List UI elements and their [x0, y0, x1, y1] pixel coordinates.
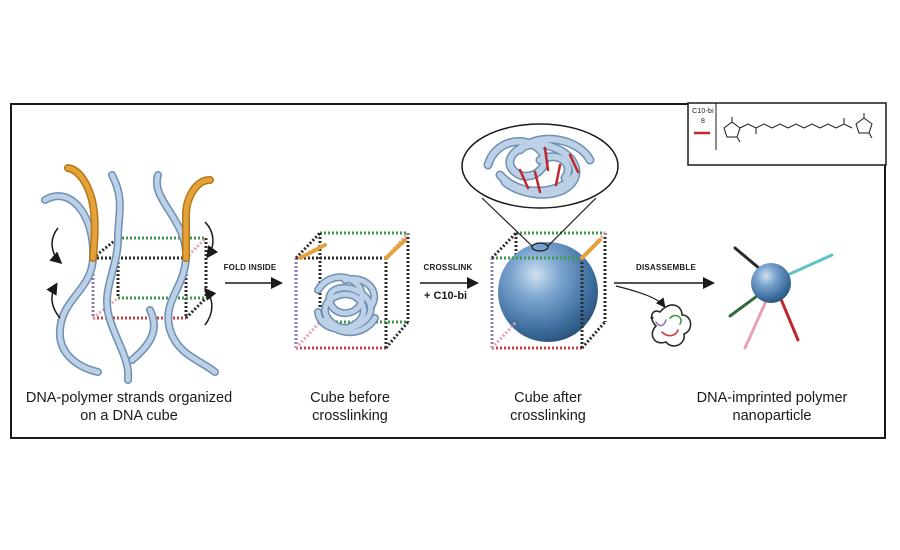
inset-label-c10-bi: C10-bi	[692, 108, 714, 115]
panel-3-orange-strands	[580, 238, 602, 260]
caption-panel-2: Cube before crosslinking	[280, 389, 420, 425]
panel-2-cube-before	[294, 231, 410, 350]
panel-2-orange-strands	[298, 238, 407, 260]
panel-1-orange-strands	[64, 164, 214, 262]
zoom-origin	[531, 242, 549, 252]
caption-panel-3-line2: crosslinking	[510, 408, 586, 424]
zoom-polymer-coil	[483, 134, 595, 199]
panel-4-nanoparticle	[728, 246, 834, 350]
inset-small-symbol: 8	[700, 118, 706, 125]
zoom-bubble	[461, 123, 619, 209]
minus-sign: -	[650, 310, 654, 324]
caption-panel-4-line2: nanoparticle	[732, 408, 812, 424]
caption-panel-2-line1: Cube before	[310, 390, 390, 406]
caption-panel-4: DNA-imprinted polymer nanoparticle	[682, 389, 862, 425]
released-dna-fragments	[650, 304, 692, 347]
caption-panel-1-line1: DNA-polymer strands organized	[25, 390, 233, 406]
panel-1-fold-arrows	[46, 221, 219, 326]
step-label-fold-inside: FOLD INSIDE	[223, 263, 277, 272]
panel-1-polymer-strands	[41, 171, 219, 384]
caption-panel-1: DNA-polymer strands organized on a DNA c…	[14, 389, 244, 425]
step-label-crosslink: CROSSLINK	[423, 263, 473, 272]
panel-3-cube-after	[461, 123, 619, 350]
c10-bi-inset	[687, 102, 887, 166]
caption-panel-3: Cube after crosslinking	[478, 389, 618, 425]
caption-panel-1-line2: on a DNA cube	[80, 408, 178, 424]
panel-2-polymer-coil	[314, 273, 379, 337]
polymer-sphere	[498, 242, 598, 342]
c10-bi-molecule	[723, 113, 873, 143]
caption-panel-4-line1: DNA-imprinted polymer	[696, 390, 848, 406]
zoom-line-left	[481, 197, 533, 247]
crosslinker-label: + C10-bi	[424, 290, 468, 302]
release-arrow	[615, 285, 666, 308]
panel-1-strands-on-cube	[41, 164, 219, 384]
step-label-disassemble: DISASSEMBLE	[636, 263, 696, 272]
caption-panel-2-line2: crosslinking	[312, 408, 388, 424]
nanoparticle-sphere	[751, 263, 791, 303]
caption-panel-3-line1: Cube after	[514, 390, 582, 406]
zoom-line-right	[547, 197, 597, 247]
crosslink-bonds	[518, 146, 580, 194]
